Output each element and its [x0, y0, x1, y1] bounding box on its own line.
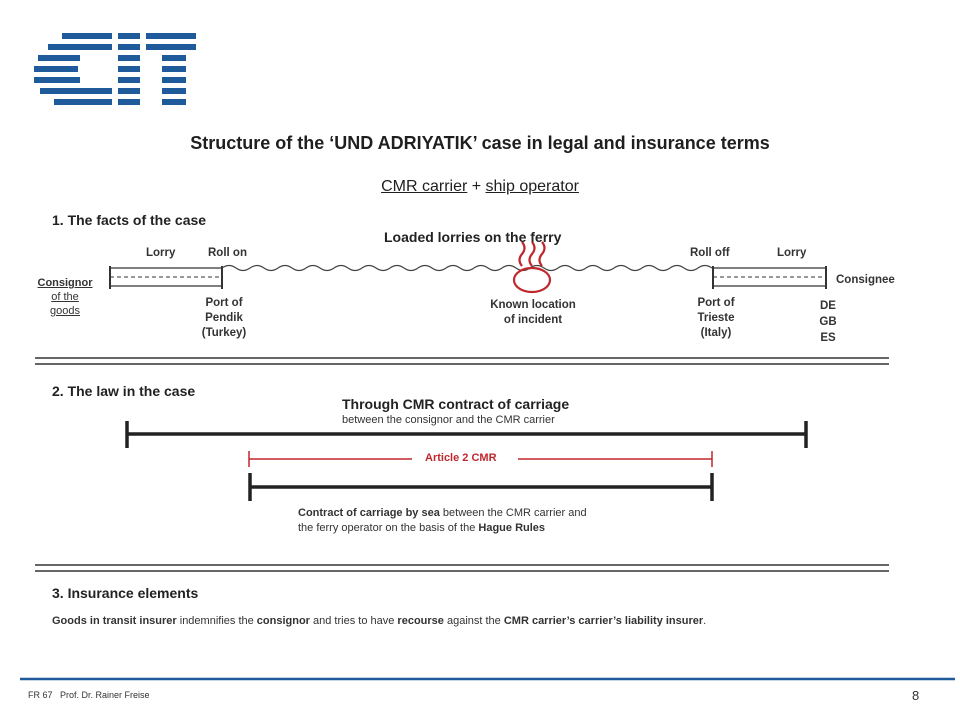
section1-heading: 1. The facts of the case: [52, 212, 207, 228]
lorry-right-track: [712, 266, 827, 289]
page-number: 8: [912, 688, 920, 703]
sea-contract-rest: between the CMR carrier and: [439, 507, 587, 519]
ins-t2: and tries to have: [309, 615, 398, 627]
sea-contract-text: Contract of carriage by sea between the …: [298, 506, 587, 536]
ins-b4: CMR carrier’s carrier’s liability insure…: [503, 615, 704, 627]
country-list: DE GB ES: [808, 298, 848, 346]
ins-t1: indemnifies the: [176, 615, 257, 627]
ins-t4: .: [703, 615, 707, 627]
consignor-line-3: goods: [50, 305, 80, 317]
sea-contract-bar: [248, 473, 714, 501]
consignor-line-2: of the: [51, 291, 79, 303]
roll-on-label: Roll on: [208, 247, 247, 259]
incident-line-2: of incident: [503, 314, 563, 326]
subtitle-ship-operator: ship operator: [485, 178, 579, 195]
subtitle-plus: +: [467, 178, 486, 195]
section-divider-1: [35, 357, 889, 365]
incident-location-label: Known location of incident: [480, 298, 586, 328]
lorry-left-track: [109, 266, 223, 289]
consignor-label: Consignor of the goods: [28, 276, 102, 318]
country-es: ES: [820, 332, 836, 344]
page-subtitle: CMR carrier + ship operator: [0, 178, 960, 196]
incident-line-1: Known location: [490, 299, 576, 311]
country-gb: GB: [819, 316, 837, 328]
ins-t3: against the: [443, 615, 504, 627]
port-left-line-2: Pendik: [205, 312, 243, 324]
article-2-cmr-bar: [248, 451, 713, 467]
roll-off-label: Roll off: [690, 247, 730, 259]
ins-b1: Goods in transit insurer: [52, 615, 177, 627]
through-cmr-subtitle: between the consignor and the CMR carrie…: [342, 414, 555, 426]
article-2-cmr-label: Article 2 CMR: [425, 452, 497, 464]
section3-heading: 3. Insurance elements: [52, 585, 199, 601]
sea-contract-line-2: the ferry operator on the basis of the H…: [298, 521, 587, 536]
consignor-line-1: Consignor: [37, 277, 93, 289]
sea-contract-line-1: Contract of carriage by sea between the …: [298, 506, 587, 521]
through-cmr-title: Through CMR contract of carriage: [342, 396, 570, 412]
port-right-line-1: Port of: [697, 297, 735, 309]
port-trieste-label: Port of Trieste (Italy): [680, 296, 752, 341]
port-right-line-2: Trieste: [697, 312, 735, 324]
ferry-label: Loaded lorries on the ferry: [384, 229, 562, 245]
section-divider-2: [35, 564, 889, 572]
sea-contract-bold: Contract of carriage by sea: [298, 507, 440, 519]
footer-left: FR 67 Prof. Dr. Rainer Freise: [28, 690, 150, 700]
hague-rules: Hague Rules: [478, 522, 546, 534]
lorry-left-label: Lorry: [146, 247, 176, 259]
port-pendik-label: Port of Pendik (Turkey): [186, 296, 262, 341]
section2-heading: 2. The law in the case: [52, 383, 196, 399]
consignee-label: Consignee: [836, 274, 895, 286]
lorry-right-label: Lorry: [777, 247, 807, 259]
sea-wave-line: [221, 264, 713, 272]
incident-marker-icon: [512, 241, 552, 294]
insurance-text: Goods in transit insurer indemnifies the…: [52, 614, 706, 629]
port-left-line-1: Port of: [205, 297, 243, 309]
country-de: DE: [820, 300, 836, 312]
ins-b3: recourse: [397, 615, 444, 627]
sea-contract-line2-text: the ferry operator on the basis of the: [298, 522, 479, 534]
ins-b2: consignor: [256, 615, 310, 627]
through-cmr-bar: [125, 421, 808, 448]
port-left-line-3: (Turkey): [201, 327, 247, 339]
subtitle-cmr-carrier: CMR carrier: [381, 178, 468, 195]
page-title: Structure of the ‘UND ADRIYATIK’ case in…: [190, 133, 770, 153]
port-right-line-3: (Italy): [700, 327, 732, 339]
